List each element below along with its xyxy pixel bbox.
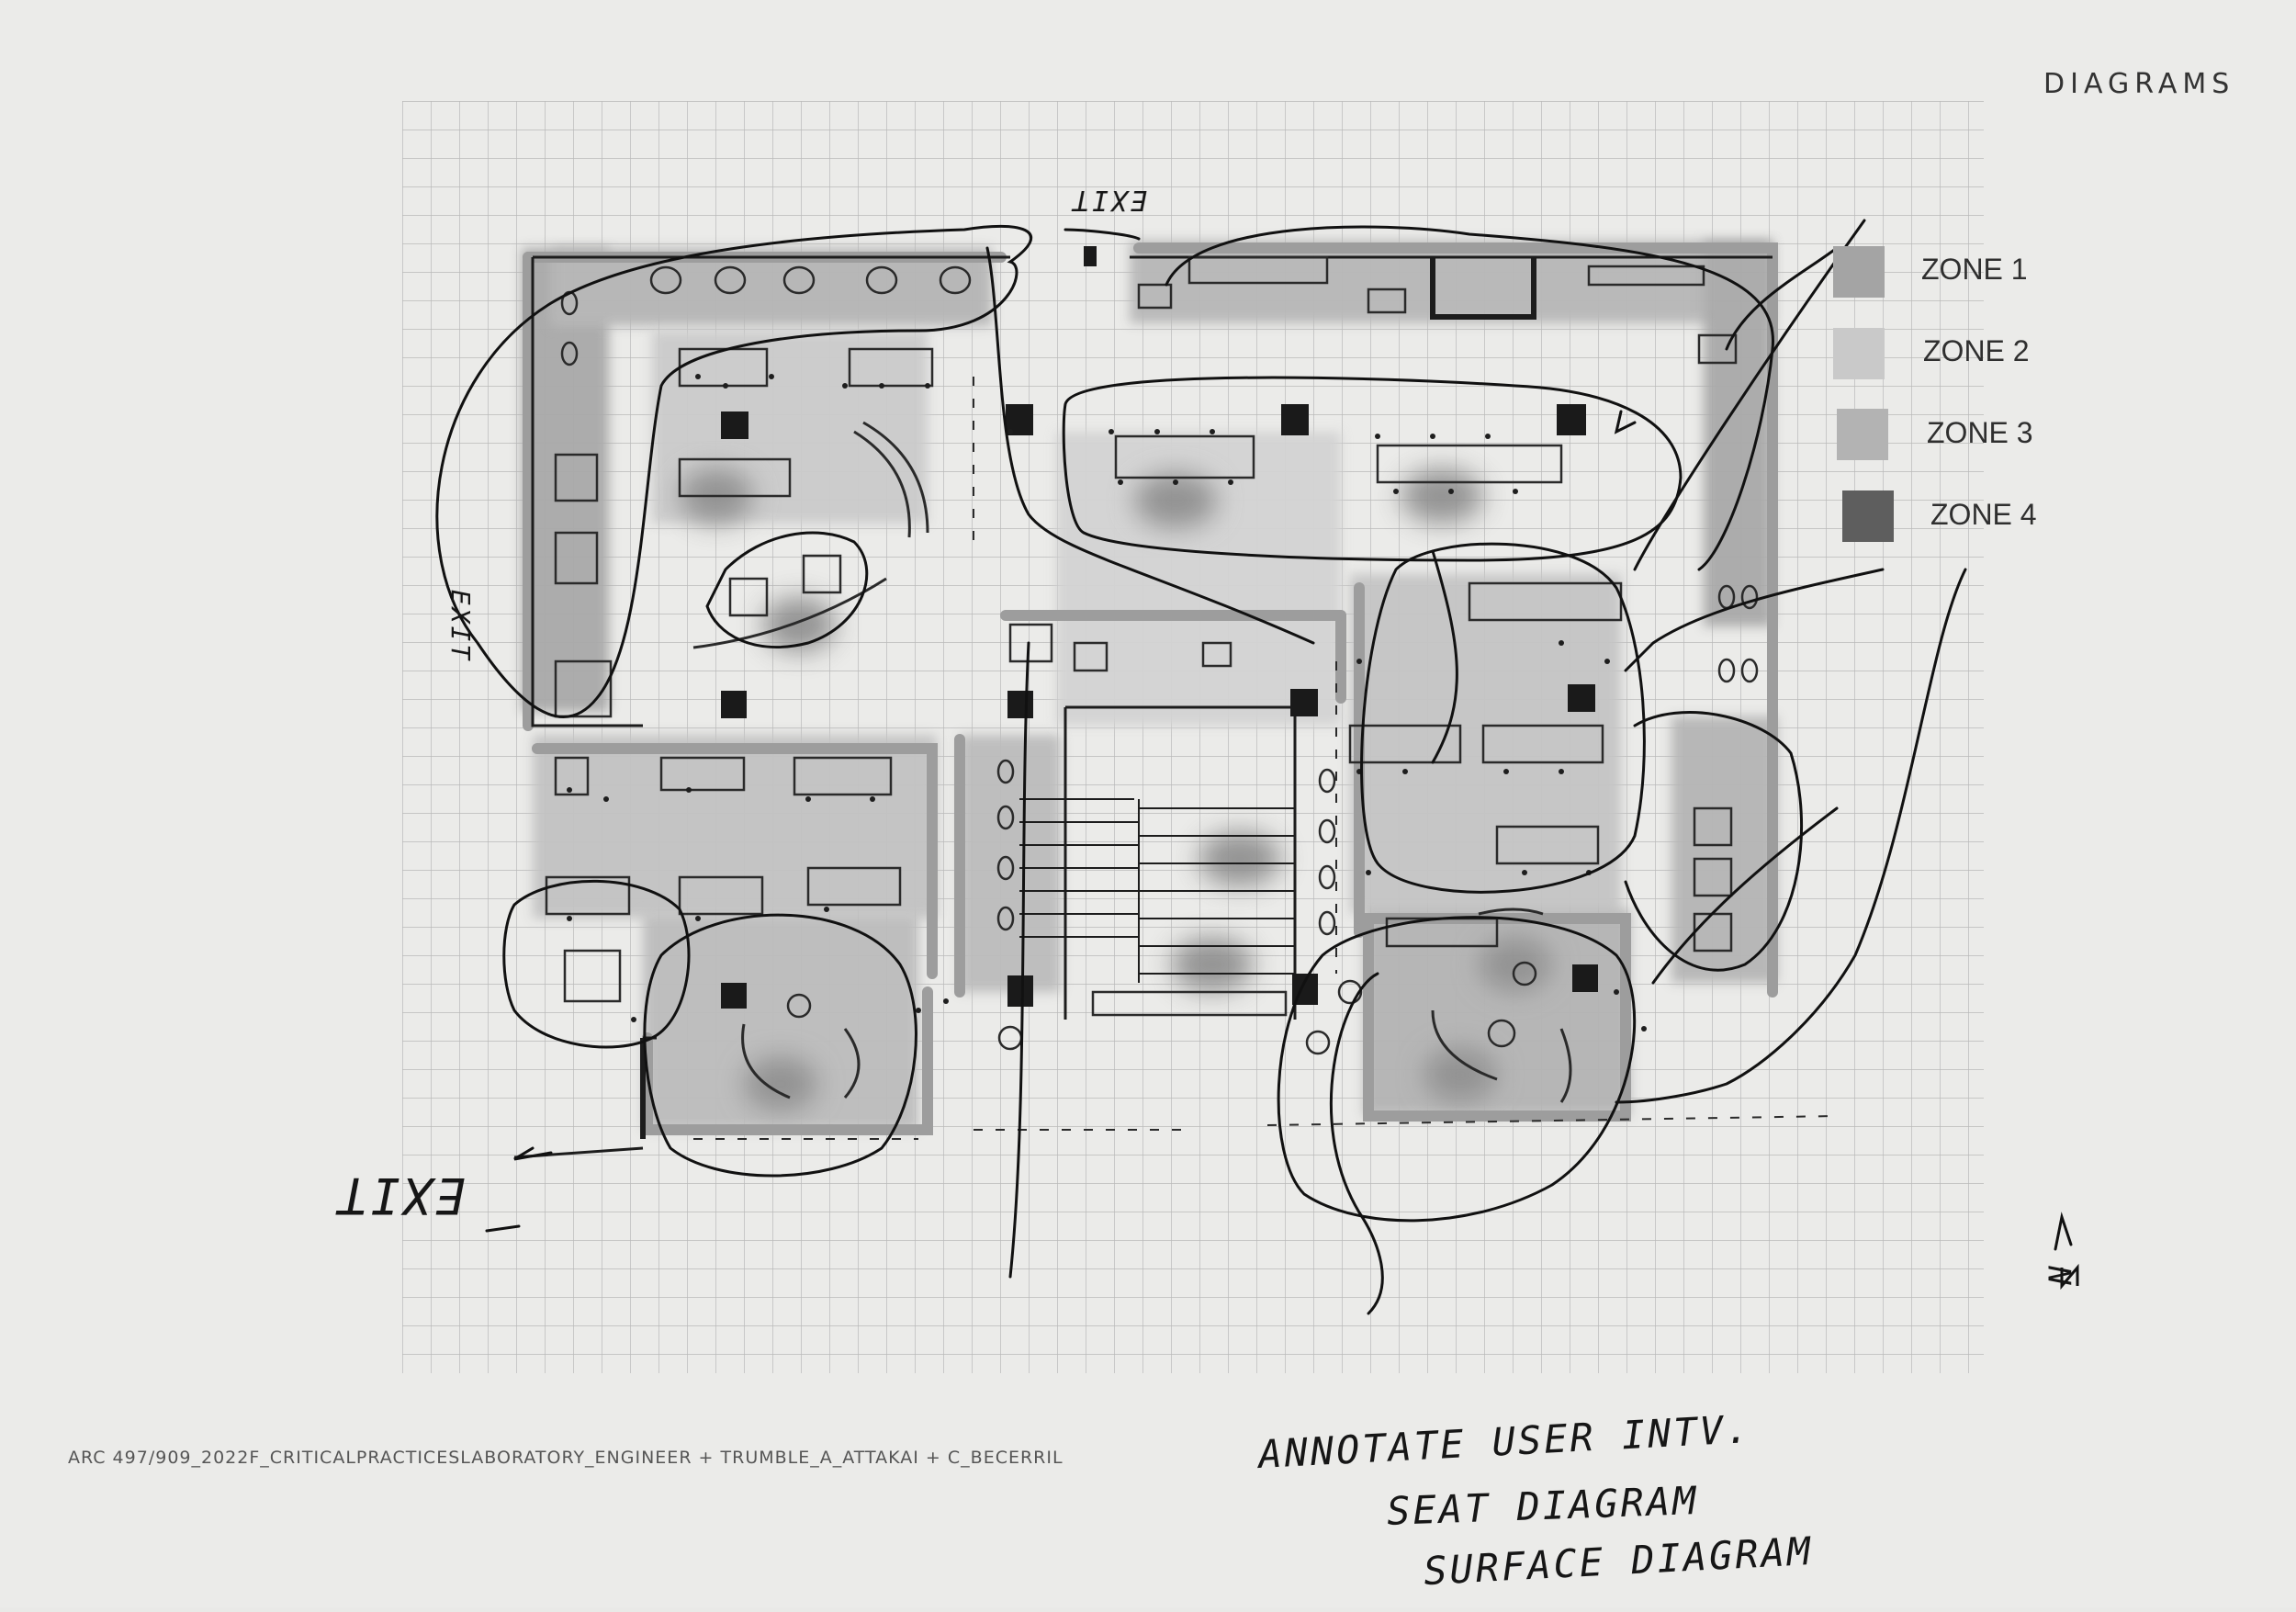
exit-label-left: EXIT (445, 589, 477, 663)
legend-swatch-zone-1 (1833, 246, 1885, 298)
columns (721, 246, 1598, 1009)
wall-bands (523, 242, 1778, 1135)
page-title: DIAGRAMS (2043, 68, 2235, 100)
north-arrow (2060, 1263, 2079, 1291)
dashed-lines (693, 377, 1838, 1140)
furniture (545, 255, 1738, 1017)
exit-label-bottom: EXIT (335, 1167, 467, 1224)
exit-label-top: EXIT (1070, 184, 1148, 216)
legend-label-zone-4: ZONE 4 (1930, 498, 2037, 531)
legend-swatch-zone-3 (1837, 409, 1888, 460)
seats (560, 265, 1759, 1055)
stipple-dots (567, 374, 1647, 1031)
stair (1019, 798, 1295, 983)
project-footer: ARC 497/909_2022F_CRITICALPRACTICESLABOR… (68, 1448, 1064, 1468)
legend-label-zone-1: ZONE 1 (1921, 253, 2028, 286)
arrows (485, 410, 2073, 1251)
legend-label-zone-3: ZONE 3 (1927, 416, 2033, 449)
pen-loops (435, 219, 1967, 1315)
legend-swatch-zone-2 (1833, 328, 1885, 379)
north-label: N (2040, 1266, 2077, 1288)
legend-swatch-zone-4 (1842, 490, 1894, 542)
legend-label-zone-2: ZONE 2 (1923, 334, 2030, 367)
